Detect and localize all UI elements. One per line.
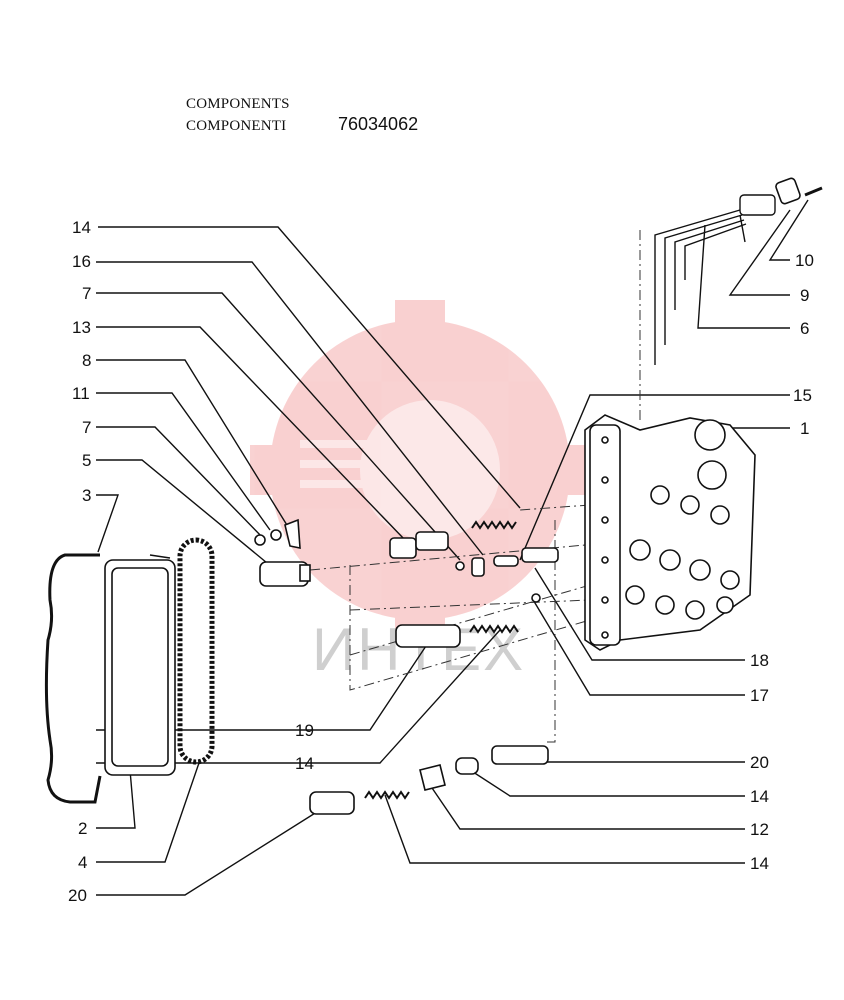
header-components-en: COMPONENTS — [186, 96, 290, 112]
leader-9 — [728, 209, 791, 296]
leader-12 — [429, 784, 745, 830]
callout-15: 15 — [793, 386, 812, 405]
leader-16 — [96, 261, 484, 556]
callout-14a: 14 — [72, 218, 91, 237]
leader-10 — [768, 199, 809, 261]
screw-10 — [804, 186, 823, 197]
callout-17: 17 — [750, 686, 769, 705]
leader-7b — [96, 426, 266, 541]
callout-14d: 14 — [750, 854, 769, 873]
spring-14b — [469, 624, 519, 634]
flange-plate-9 — [775, 177, 801, 205]
callout-16: 16 — [72, 252, 91, 271]
callout-19: 19 — [295, 721, 314, 740]
leader-19 — [96, 639, 431, 731]
leader-14a — [98, 226, 521, 509]
screw-11 — [254, 534, 266, 546]
washer-8 — [270, 529, 282, 541]
callout-11: 11 — [72, 384, 90, 403]
ball-17 — [531, 593, 541, 603]
screw-7 — [455, 561, 465, 571]
callout-20b: 20 — [750, 753, 769, 772]
leader-4 — [96, 759, 201, 863]
leader-11 — [96, 392, 271, 531]
pin-16 — [471, 557, 485, 577]
leader-2 — [96, 769, 136, 829]
callout-14b: 14 — [295, 754, 314, 773]
bracket-7 — [284, 518, 301, 549]
callout-1: 1 — [800, 419, 809, 438]
valve-body-1 — [584, 414, 756, 651]
spring-14c — [455, 757, 479, 775]
cover-2 — [104, 554, 176, 776]
plunger-15 — [493, 555, 519, 567]
gasket-3 — [44, 553, 102, 804]
callout-5: 5 — [82, 451, 91, 470]
callout-9: 9 — [800, 286, 809, 305]
leader-14c — [469, 769, 745, 797]
callout-20a: 20 — [68, 886, 87, 905]
spring-14a — [471, 520, 517, 530]
callout-14c: 14 — [750, 787, 769, 806]
part-number: 76034062 — [338, 114, 419, 134]
plug-20b — [491, 745, 549, 765]
callout-13: 13 — [72, 318, 91, 337]
leader-14b — [96, 629, 501, 764]
leader-8 — [96, 359, 291, 531]
leader-20b — [529, 751, 745, 763]
callout-7b: 7 — [82, 418, 91, 437]
leader-13 — [96, 326, 406, 541]
wiring-harness-6 — [654, 194, 776, 365]
spool-18 — [521, 547, 559, 563]
leader-15 — [519, 394, 790, 561]
valve-13 — [389, 531, 449, 559]
callout-2: 2 — [78, 819, 87, 838]
seal-4 — [177, 537, 215, 765]
clip-12 — [419, 764, 446, 791]
header-components-it: COMPONENTI — [186, 118, 287, 134]
callout-3: 3 — [82, 486, 91, 505]
callout-6: 6 — [800, 319, 809, 338]
leader-5 — [96, 459, 279, 573]
callout-7a: 7 — [82, 284, 91, 303]
leader-3 — [96, 494, 119, 553]
leader-14d — [384, 794, 745, 864]
spool-19 — [395, 624, 461, 648]
leader-18 — [534, 567, 745, 661]
leader-17 — [531, 597, 745, 696]
callout-12: 12 — [750, 820, 769, 839]
spring-14d — [364, 790, 410, 800]
leader-20a — [96, 809, 321, 896]
callout-8: 8 — [82, 351, 91, 370]
plug-20a — [309, 791, 355, 815]
leader-7a — [96, 292, 461, 561]
callout-4: 4 — [78, 853, 87, 872]
callout-10: 10 — [795, 251, 814, 270]
leader-6 — [697, 224, 790, 329]
solenoid-valve-5 — [259, 561, 311, 587]
callout-18: 18 — [750, 651, 769, 670]
